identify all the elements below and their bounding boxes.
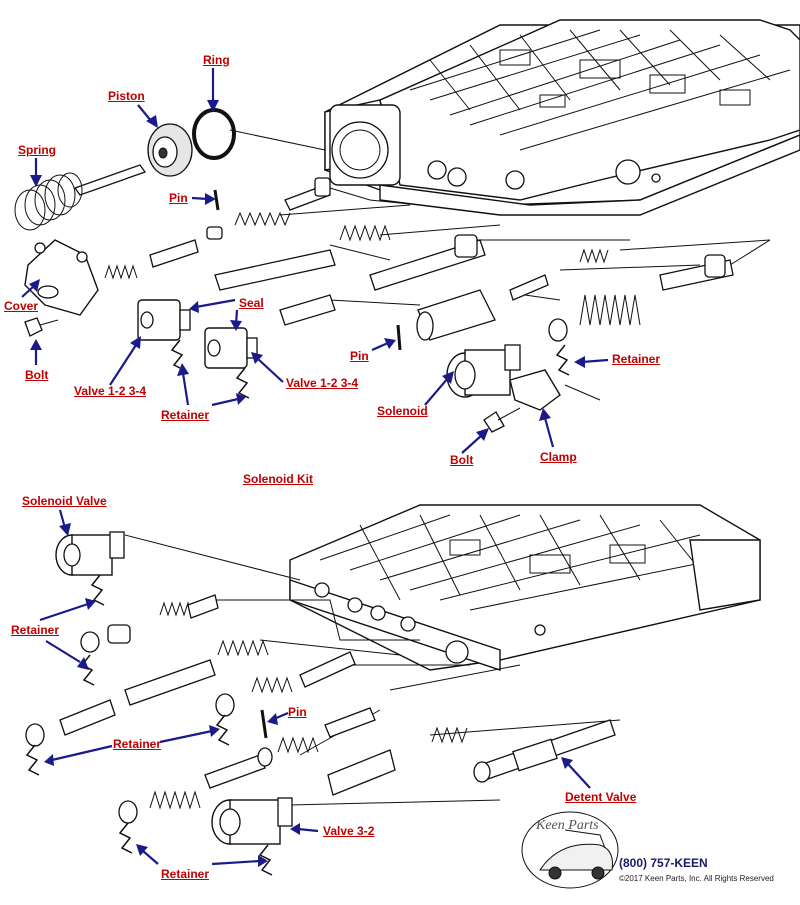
upper-guide-lines <box>229 129 771 401</box>
pin-mid-part <box>396 324 402 351</box>
pin-top-label[interactable]: Pin <box>169 191 188 205</box>
detent-valve-label[interactable]: Detent Valve <box>565 790 637 804</box>
retainer-top-label[interactable]: Retainer <box>161 408 210 422</box>
spring-label[interactable]: Spring <box>18 143 56 157</box>
upper-valves <box>149 177 734 342</box>
valve-1-2-3-4-label-a[interactable]: Valve 1-2 3-4 <box>74 384 147 398</box>
bolt-mid-part <box>483 407 521 433</box>
retainer-left-label[interactable]: Retainer <box>11 623 60 637</box>
retainer-lower-mid-label[interactable]: Retainer <box>113 737 162 751</box>
retainer-bottom-label[interactable]: Retainer <box>161 867 210 881</box>
ring-part <box>192 108 236 160</box>
upper-valve-body <box>324 19 800 216</box>
lower-springs <box>149 601 468 810</box>
solenoid-valve-label[interactable]: Solenoid Valve <box>22 494 107 508</box>
pin-lower-part <box>260 709 268 739</box>
phone-number: (800) 757-KEEN <box>619 856 708 870</box>
ring-label[interactable]: Ring <box>203 53 230 67</box>
valve-3-2-label[interactable]: Valve 3-2 <box>323 824 375 838</box>
keen-parts-logo <box>521 811 619 889</box>
solenoid-label[interactable]: Solenoid <box>377 404 428 418</box>
lower-valves <box>25 594 616 824</box>
valve-1-2-3-4-label-b[interactable]: Valve 1-2 3-4 <box>286 376 359 390</box>
bolt-mid-label[interactable]: Bolt <box>450 453 474 467</box>
solenoid-kit-label[interactable]: Solenoid Kit <box>243 472 313 486</box>
seal-label[interactable]: Seal <box>239 296 264 310</box>
retainer-right-label[interactable]: Retainer <box>612 352 661 366</box>
bolt-left-part <box>24 317 59 337</box>
valve-1-2-3-4-b <box>204 327 258 369</box>
clamp-part <box>509 369 561 411</box>
lower-valve-body <box>289 504 761 671</box>
pin-lower-label[interactable]: Pin <box>288 705 307 719</box>
clamp-label[interactable]: Clamp <box>540 450 577 464</box>
piston-label[interactable]: Piston <box>108 89 145 103</box>
valve-1-2-3-4-a <box>137 299 191 341</box>
retainer-clips-top <box>170 339 570 399</box>
spring-part <box>14 172 83 231</box>
cover-part <box>24 239 99 316</box>
copyright-notice: ©2017 Keen Parts, Inc. All Rights Reserv… <box>619 874 774 883</box>
logo-wordmark: Keen Parts <box>536 818 599 833</box>
callout-arrows <box>21 68 609 867</box>
valve-3-2-part <box>211 797 293 845</box>
pin-top-part <box>213 189 220 211</box>
bolt-left-label[interactable]: Bolt <box>25 368 49 382</box>
solenoid-valve-part <box>55 531 125 576</box>
pin-mid-label[interactable]: Pin <box>350 349 369 363</box>
piston-part <box>147 123 193 177</box>
solenoid-part <box>446 344 521 398</box>
upper-springs <box>104 211 641 326</box>
cover-label[interactable]: Cover <box>4 299 39 313</box>
piston-rod <box>73 164 147 196</box>
